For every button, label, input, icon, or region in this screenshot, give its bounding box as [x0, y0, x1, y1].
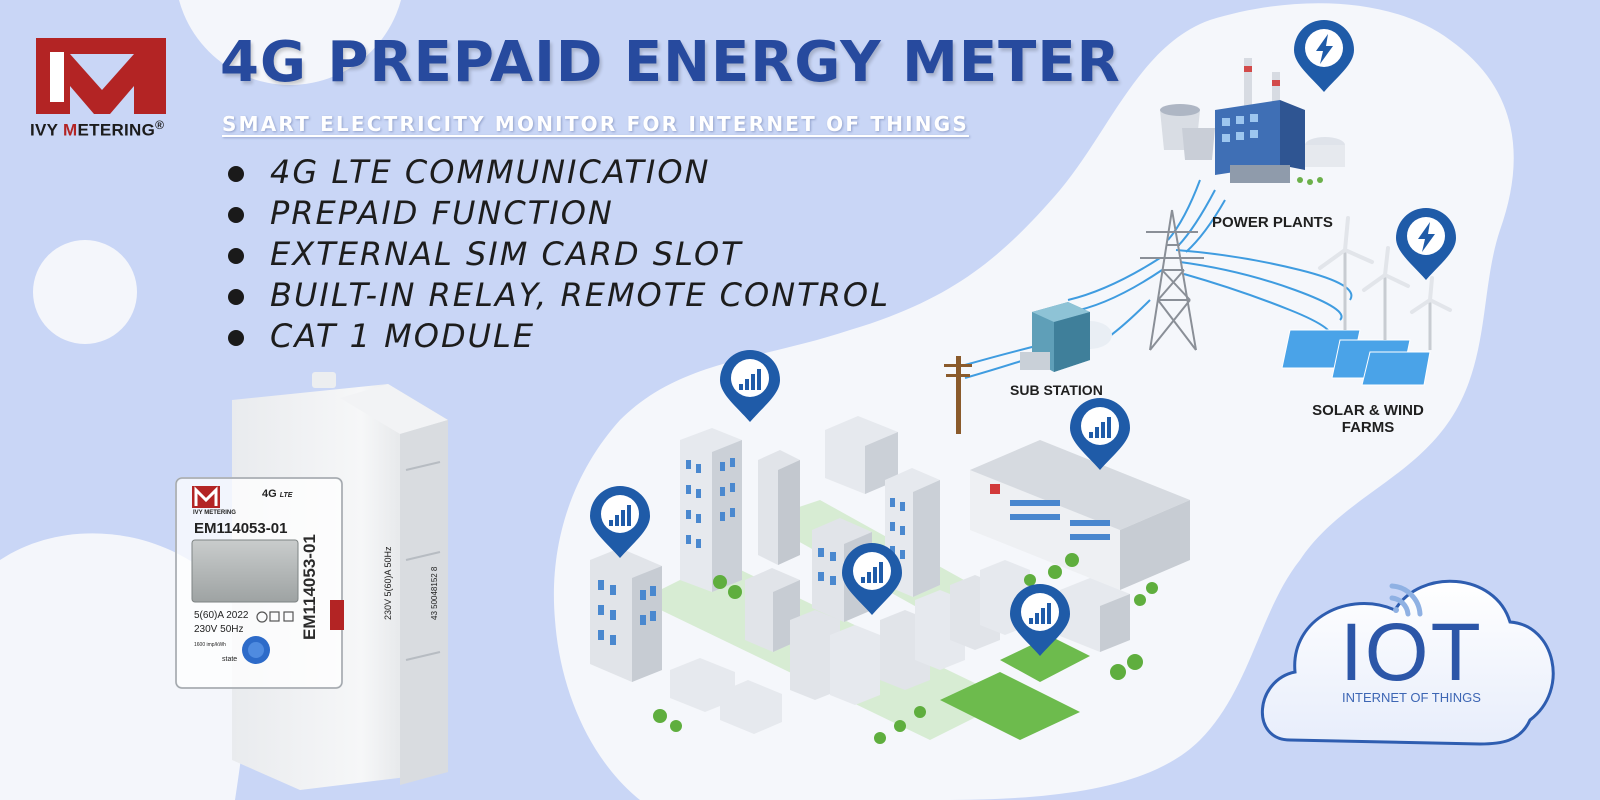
- meter-side-spec: 230V 5(60)A 50Hz: [383, 546, 393, 620]
- brand-name-prefix: IVY: [30, 120, 64, 140]
- meter-rating-value: 5(60)A: [194, 610, 224, 621]
- feature-item: 4G LTE COMMUNICATION: [226, 152, 890, 193]
- energy-meter-device: [175, 372, 448, 790]
- meter-state-label: state: [222, 656, 238, 663]
- meter-rating: 5(60)A 2022: [194, 610, 249, 621]
- feature-item: BUILT-IN RELAY, REMOTE CONTROL: [226, 275, 890, 316]
- decor-circle-left: [33, 240, 137, 344]
- solar-wind-farms-label: SOLAR & WIND FARMS: [1306, 402, 1430, 436]
- power-plants-label: POWER PLANTS: [1212, 214, 1333, 231]
- meter-voltage: 230V 50Hz: [194, 624, 244, 635]
- wifi-icon: [1389, 583, 1423, 617]
- meter-network: 4G LTE: [262, 488, 292, 500]
- signal-bars-icon: [1070, 398, 1130, 470]
- lightning-bolt-icon: [1294, 20, 1354, 92]
- brand-name-accent: M: [63, 120, 78, 140]
- solar-wind-label-line2: FARMS: [1341, 419, 1395, 436]
- iot-title: IOT: [1340, 607, 1483, 698]
- sub-station-label: SUB STATION: [1010, 382, 1103, 398]
- power-plant-illustration: [1160, 58, 1345, 185]
- signal-bars-icon: [1010, 584, 1070, 656]
- feature-item: CAT 1 MODULE: [226, 316, 890, 357]
- page-subtitle: SMART ELECTRICITY MONITOR FOR INTERNET O…: [222, 112, 969, 136]
- meter-voltage-value: 230V: [194, 624, 218, 635]
- trees: [653, 553, 1158, 744]
- meter-network-label: 4G: [262, 488, 277, 500]
- feature-item: PREPAID FUNCTION: [226, 193, 890, 234]
- iot-subtitle: INTERNET OF THINGS: [1342, 690, 1481, 705]
- signal-bars-icon: [590, 486, 650, 558]
- transmission-tower: [1140, 209, 1204, 351]
- meter-side-serial: 43 50048152 8: [430, 566, 439, 620]
- page-title: 4G PREPAID ENERGY METER: [220, 30, 1121, 95]
- brand-name-suffix: ETERING: [77, 120, 156, 140]
- ivy-logo-mark: [36, 38, 166, 114]
- registered-mark: ®: [155, 118, 165, 132]
- cloud-icon: [1261, 579, 1555, 746]
- map-pins: [590, 20, 1456, 656]
- feature-list: 4G LTE COMMUNICATION PREPAID FUNCTION EX…: [226, 152, 890, 357]
- feature-item: EXTERNAL SIM CARD SLOT: [226, 234, 890, 275]
- lightning-bolt-icon: [1396, 208, 1456, 280]
- decor-circle-top: [178, 0, 402, 85]
- solar-wind-label-line1: SOLAR & WIND: [1312, 402, 1424, 419]
- meter-network-sub: LTE: [279, 492, 293, 499]
- substation-illustration: [1020, 302, 1112, 372]
- signal-bars-icon: [842, 543, 902, 615]
- meter-model: EM114053-01: [194, 520, 288, 537]
- signal-bars-icon: [720, 350, 780, 422]
- meter-side-model: EM114053-01: [300, 534, 319, 640]
- brand-name: IVY METERING®: [30, 118, 190, 141]
- solar-wind-farm: [1281, 216, 1452, 386]
- meter-constant: 1600 imp/kWh: [194, 642, 226, 648]
- meter-year: 2022: [226, 610, 249, 621]
- meter-brand: IVY METERING: [193, 510, 236, 516]
- meter-frequency: 50Hz: [220, 624, 244, 635]
- utility-pole: [944, 356, 972, 434]
